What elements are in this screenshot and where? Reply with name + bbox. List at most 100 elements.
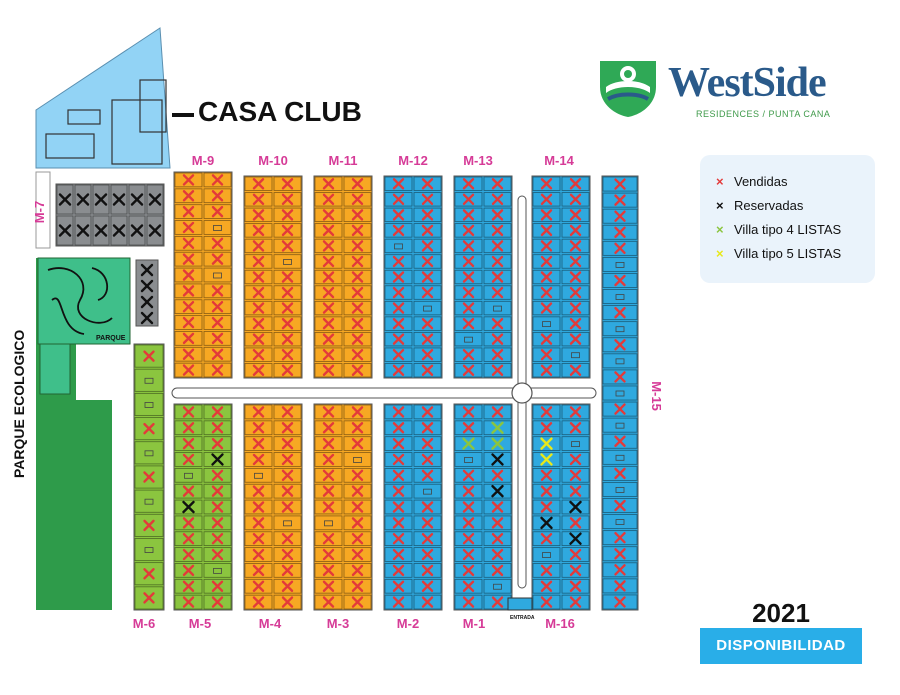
lot[interactable] [413,467,442,483]
lot[interactable] [384,578,413,594]
lot[interactable] [273,254,302,269]
lot[interactable] [273,467,302,483]
lot[interactable] [134,538,164,562]
lot[interactable] [244,176,273,191]
lot[interactable] [314,285,343,300]
lot[interactable] [273,192,302,207]
lot[interactable] [314,223,343,238]
lot[interactable] [532,176,561,191]
lot[interactable] [343,347,372,362]
lot[interactable] [413,176,442,191]
lot[interactable] [454,331,483,347]
lot[interactable] [561,452,590,467]
lot[interactable] [203,547,232,562]
lot[interactable] [314,363,343,378]
lot[interactable] [343,483,372,499]
lot[interactable] [273,499,302,515]
lot[interactable] [203,467,232,483]
lot[interactable] [244,531,273,547]
lot[interactable] [203,220,232,235]
lot[interactable] [454,467,483,483]
lot[interactable] [343,452,372,467]
lot[interactable] [203,204,232,219]
lot[interactable] [314,594,343,610]
lot[interactable] [174,331,203,346]
lot[interactable] [314,436,343,451]
lot[interactable] [483,467,512,483]
lot[interactable] [602,562,638,578]
lot[interactable] [602,176,638,192]
lot[interactable] [561,531,590,547]
lot[interactable] [602,482,638,497]
lot[interactable] [384,404,413,420]
lot[interactable] [483,269,512,285]
lot[interactable] [203,420,232,436]
lot[interactable] [244,223,273,238]
lot[interactable] [343,594,372,610]
lot[interactable] [561,269,590,285]
lot[interactable] [203,299,232,315]
lot[interactable] [343,254,372,269]
lot[interactable] [110,184,128,215]
lot[interactable] [273,483,302,499]
lot[interactable] [561,499,590,515]
lot[interactable] [273,176,302,191]
lot[interactable] [244,254,273,269]
lot[interactable] [454,499,483,515]
lot[interactable] [128,215,146,246]
lot[interactable] [532,238,561,254]
lot[interactable] [92,184,110,215]
lot[interactable] [273,238,302,254]
lot[interactable] [413,483,442,499]
lot[interactable] [483,483,512,499]
lot[interactable] [174,299,203,315]
lot[interactable] [532,436,561,451]
lot[interactable] [454,254,483,269]
lot[interactable] [174,547,203,562]
lot[interactable] [92,215,110,246]
lot[interactable] [532,285,561,300]
lot[interactable] [532,269,561,285]
lot[interactable] [413,515,442,531]
lot[interactable] [532,347,561,362]
lot[interactable] [244,563,273,578]
lot[interactable] [532,420,561,436]
lot[interactable] [273,223,302,238]
lot[interactable] [483,316,512,331]
lot[interactable] [343,285,372,300]
lot[interactable] [203,362,232,378]
lot[interactable] [343,404,372,420]
lot[interactable] [244,483,273,499]
lot[interactable] [413,578,442,594]
lot[interactable] [384,176,413,191]
lot[interactable] [483,300,512,316]
lot[interactable] [273,285,302,300]
lot[interactable] [273,594,302,610]
lot[interactable] [454,436,483,451]
lot[interactable] [244,547,273,562]
lot[interactable] [314,515,343,531]
lot[interactable] [128,184,146,215]
lot[interactable] [454,176,483,191]
lot[interactable] [244,436,273,451]
lot[interactable] [561,578,590,594]
lot[interactable] [454,192,483,207]
lot[interactable] [273,515,302,531]
lot[interactable] [174,283,203,299]
lot[interactable] [134,513,164,537]
lot[interactable] [483,436,512,451]
lot[interactable] [314,483,343,499]
lot[interactable] [413,223,442,238]
lot[interactable] [174,362,203,378]
lot[interactable] [454,269,483,285]
lot[interactable] [483,207,512,223]
lot[interactable] [561,515,590,531]
lot[interactable] [532,316,561,331]
lot[interactable] [273,420,302,436]
lot[interactable] [602,546,638,562]
lot[interactable] [203,436,232,451]
lot[interactable] [532,515,561,531]
lot[interactable] [343,300,372,316]
lot[interactable] [343,436,372,451]
lot[interactable] [454,547,483,562]
